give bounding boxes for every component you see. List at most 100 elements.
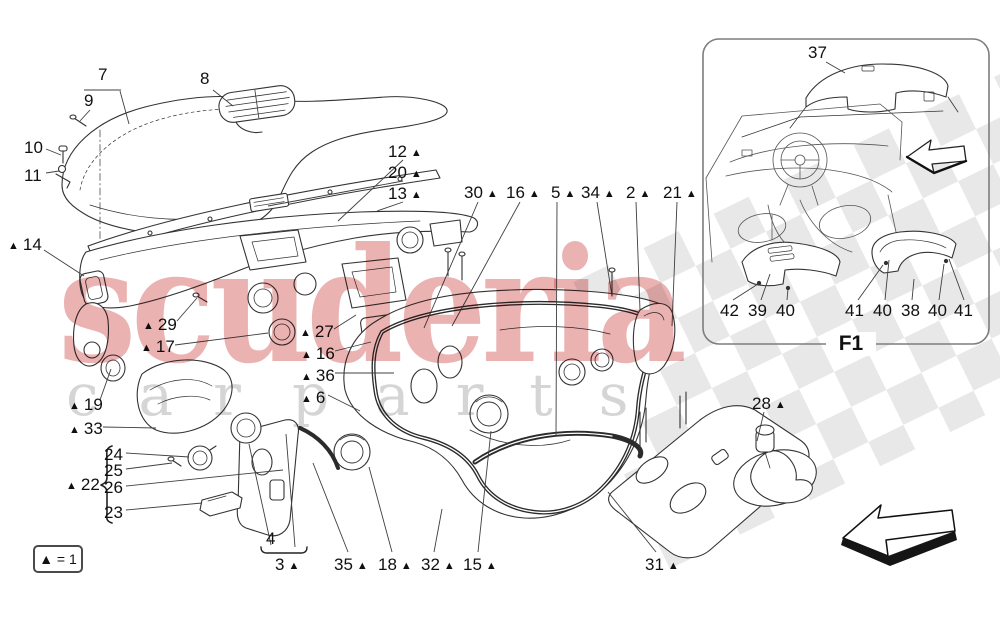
part-3-4-side-panel [230, 412, 299, 537]
callout-10: 10 [24, 139, 43, 156]
brace-part22-group [100, 445, 113, 524]
callout-number: 9 [84, 91, 94, 110]
triangle-marker-icon: ▲ [301, 393, 312, 405]
triangle-marker-icon: ▲ [356, 560, 368, 572]
triangle-marker-icon: ▲ [301, 349, 312, 361]
part-11-washer-bracket [55, 164, 71, 189]
leader-line-19 [99, 368, 112, 401]
callout-number: 3 [275, 555, 285, 574]
callout-number: 7 [98, 65, 108, 84]
leader-line-21 [671, 201, 678, 327]
callout-number: 5 [551, 183, 561, 202]
callout-41: 41 [954, 302, 973, 319]
leader-line-23 [125, 502, 203, 511]
dashboard-body [343, 288, 671, 519]
callout-28: 28▲ [752, 395, 786, 412]
leader-line-18 [368, 466, 393, 553]
callout-17: ▲17 [141, 338, 175, 355]
callout-number: 30 [464, 183, 483, 202]
callout-15: 15▲ [463, 556, 497, 573]
callout-34: 34▲ [581, 184, 615, 201]
callout-number: 41 [845, 301, 864, 320]
part-14-end-cap [79, 270, 109, 306]
leader-line-24 [125, 452, 190, 458]
callout-18: 18▲ [378, 556, 412, 573]
callout-number: 17 [155, 337, 175, 356]
leader-line-4 [248, 443, 272, 546]
callout-5: 5▲ [551, 184, 575, 201]
callout-36: ▲36 [301, 367, 335, 384]
leader-line-40 [884, 259, 890, 301]
callout-19: ▲19 [69, 396, 103, 413]
callout-14: ▲14 [8, 236, 42, 253]
callout-8: 8 [200, 70, 209, 87]
part-12-20-upper-strip [87, 169, 441, 257]
part-9-screw [69, 114, 87, 127]
callout-number: 24 [104, 445, 123, 464]
part-8-air-vent-grille [218, 85, 296, 123]
callout-number: 33 [83, 419, 103, 438]
callout-number: 35 [334, 555, 353, 574]
triangle-marker-icon: ▲ [774, 399, 786, 411]
callout-38: 38 [901, 302, 920, 319]
callout-number: 27 [314, 322, 334, 341]
part-23-bracket [199, 491, 243, 517]
callout-40: 40 [776, 302, 795, 319]
leader-line-7 [119, 90, 130, 125]
callout-number: 11 [24, 166, 42, 185]
callout-26: 26 [104, 479, 123, 496]
part-35-seal-arc [298, 426, 340, 470]
callout-number: 25 [104, 461, 123, 480]
leader-line-39 [760, 273, 771, 301]
leader-line-27 [333, 314, 357, 330]
callout-number: 40 [873, 301, 892, 320]
callout-number: 40 [776, 301, 795, 320]
leader-line-15 [477, 430, 492, 553]
callout-number: 19 [83, 395, 103, 414]
leader-line-40 [786, 288, 789, 301]
leader-line-28 [756, 411, 765, 442]
triangle-marker-icon: ▲ [528, 188, 540, 200]
part-10-screw [58, 145, 68, 164]
callout-number: 34 [581, 183, 600, 202]
inset-arrow-icon [905, 139, 968, 175]
callout-number: 28 [752, 394, 771, 413]
callout-4: 4 [266, 530, 275, 547]
part-38-41-shifter-cover [871, 230, 957, 274]
part-13-dashboard-frame [79, 210, 479, 314]
leader-line-25 [125, 462, 173, 470]
leader-line-32 [433, 508, 443, 553]
leader-line-16 [451, 201, 521, 327]
legend-box: ▲ = 1 [33, 545, 83, 573]
leader-line-4 [285, 433, 296, 548]
callout-40: 40 [873, 302, 892, 319]
callout-35: 35▲ [334, 556, 368, 573]
callout-16: ▲16 [301, 345, 335, 362]
legend-label: ▲ = 1 [39, 551, 77, 567]
callout-31: 31▲ [645, 556, 679, 573]
triangle-marker-icon: ▲ [485, 560, 497, 572]
part-24-trim-ring [187, 445, 217, 471]
callout-number: 16 [315, 344, 335, 363]
callout-number: 26 [104, 478, 123, 497]
part-left-hook-duct [72, 302, 110, 367]
triangle-marker-icon: ▲ [288, 560, 300, 572]
callout-22: ▲22 [66, 476, 100, 493]
callout-number: 29 [157, 315, 177, 334]
triangle-marker-icon: ▲ [143, 320, 154, 332]
triangle-marker-icon: ▲ [639, 188, 651, 200]
triangle-marker-icon: ▲ [667, 560, 679, 572]
callout-24: 24 [104, 446, 123, 463]
callout-3: 3▲ [275, 556, 299, 573]
callout-number: 6 [315, 388, 326, 407]
callout-number: 21 [663, 183, 682, 202]
leader-line-6 [327, 394, 361, 412]
triangle-marker-icon: ▲ [410, 189, 422, 201]
callout-25: 25 [104, 462, 123, 479]
part-19-ring [100, 354, 126, 382]
callout-number: 8 [200, 69, 210, 88]
callout-number: 36 [315, 366, 335, 385]
